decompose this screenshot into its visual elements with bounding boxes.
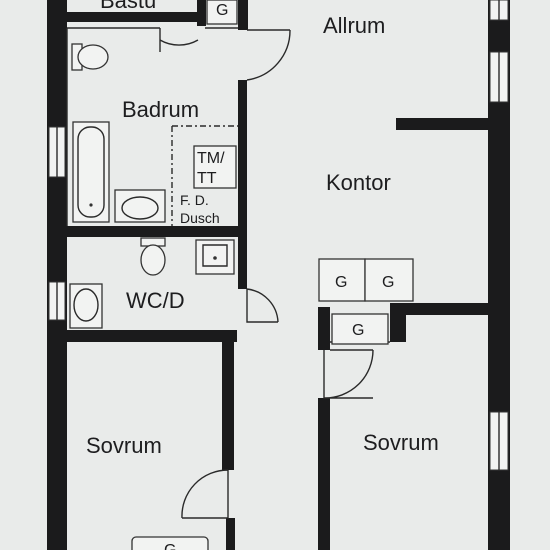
sovrum-left-right-wall-lower xyxy=(226,518,235,550)
walls xyxy=(47,0,510,550)
sovrum-right-left-wall xyxy=(318,398,330,550)
badrum-door xyxy=(246,29,291,81)
g-top-label: G xyxy=(216,2,228,19)
room-label-badrum: Badrum xyxy=(122,97,199,122)
g-kontor-box-1 xyxy=(318,258,366,302)
bastu-side-wall xyxy=(197,0,206,26)
sovrum-left-right-wall xyxy=(222,330,234,470)
wcd-bottom-wall xyxy=(67,330,237,342)
sovrum-right-pillar xyxy=(390,315,406,342)
tm-tt-box xyxy=(193,145,237,189)
wcd-right-wall xyxy=(238,237,247,289)
room-label-allrum: Allrum xyxy=(323,13,385,38)
sovrum-right-door xyxy=(323,349,374,399)
room-label-sovrum-right: Sovrum xyxy=(363,430,439,455)
sovrum-left-door xyxy=(181,469,229,519)
badrum-bottom-wall xyxy=(67,226,247,237)
g-bottom-box xyxy=(131,536,209,550)
sink-badrum-icon xyxy=(114,189,166,223)
bastu-wall xyxy=(67,12,199,22)
sovrum-right-left-wall-top xyxy=(318,307,330,350)
toilet-wcd-icon xyxy=(140,237,166,276)
g-kontor-label-2: G xyxy=(382,274,394,291)
dusch-label: Dusch xyxy=(180,210,220,226)
g-sovrum-label: G xyxy=(352,322,364,339)
windows xyxy=(48,0,509,471)
tm-label: TM/ xyxy=(197,150,225,167)
sink-wcd-icon xyxy=(195,239,235,275)
tt-label: TT xyxy=(197,170,217,187)
outer-wall-left xyxy=(47,0,67,550)
badrum-right-wall xyxy=(238,80,247,236)
kontor-partition xyxy=(396,118,490,130)
labels: Bastu Allrum Badrum Kontor WC/D Sovrum S… xyxy=(86,0,439,550)
room-label-bastu: Bastu xyxy=(100,0,156,13)
g-bottom-label: G xyxy=(164,542,176,550)
top-right-wall xyxy=(238,0,248,30)
doors xyxy=(159,29,374,519)
fixtures xyxy=(69,0,414,550)
toilet-badrum-icon xyxy=(71,43,109,71)
sink-wcd-left-icon xyxy=(69,283,103,329)
room-label-sovrum-left: Sovrum xyxy=(86,433,162,458)
g-top-box xyxy=(206,0,238,25)
g-sovrum-box xyxy=(331,313,389,345)
wcd-door xyxy=(246,288,279,323)
room-label-wcd: WC/D xyxy=(126,288,185,313)
sovrum-right-top-wall xyxy=(390,303,490,315)
room-label-kontor: Kontor xyxy=(326,170,391,195)
bastu-door xyxy=(159,39,199,52)
fd-label: F. D. xyxy=(180,192,209,208)
shower-outline xyxy=(171,125,238,226)
g-kontor-box-2 xyxy=(364,258,414,302)
g-kontor-label-1: G xyxy=(335,274,347,291)
